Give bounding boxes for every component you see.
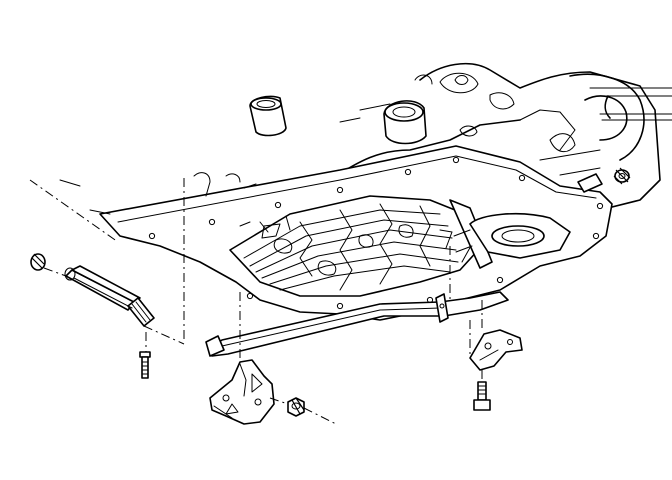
right-bracket xyxy=(469,329,523,371)
assembly-guide-lines xyxy=(29,178,483,425)
sleeve-bolt xyxy=(30,253,155,327)
hex-nut xyxy=(287,397,305,417)
plug-top-right xyxy=(577,167,631,193)
left-bracket xyxy=(209,359,275,425)
valve-body xyxy=(229,195,481,297)
bolt-right xyxy=(473,381,491,411)
case-sleeve xyxy=(249,95,287,137)
bolt-left xyxy=(139,351,151,379)
shift-cable-bracket xyxy=(205,291,509,357)
manual-valve-lever xyxy=(449,199,571,269)
case-boss xyxy=(383,100,427,145)
flange-details xyxy=(59,172,281,239)
